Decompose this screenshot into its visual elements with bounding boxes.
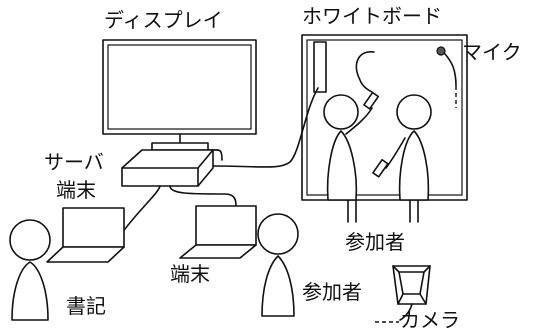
eraser-icon: [313, 41, 327, 93]
camera-icon: [375, 265, 431, 323]
participants-label-2: 参加者: [302, 280, 362, 304]
laptop-icon: [179, 205, 257, 259]
laptop-icon: [46, 207, 125, 263]
terminal-label-1: 端末: [56, 178, 96, 202]
person-icon: [385, 94, 432, 201]
mic-label: マイク: [462, 40, 522, 64]
marker-icon: [363, 91, 380, 110]
whiteboard-label: ホワイトボード: [302, 4, 442, 28]
server-icon: [121, 149, 214, 187]
person-icon: [9, 219, 51, 321]
monitor-icon: [102, 39, 257, 151]
scribe-label: 書記: [66, 294, 106, 318]
person-icon: [257, 213, 299, 317]
microphone-icon: [436, 46, 457, 108]
display-label: ディスプレイ: [104, 8, 223, 32]
camera-label: カメラ: [400, 308, 460, 332]
participants-label-1: 参加者: [345, 230, 405, 254]
server-label: サーバ: [44, 150, 104, 174]
marker-icon: [372, 158, 389, 178]
person-icon: [323, 94, 373, 201]
terminal-label-2: 端末: [170, 262, 210, 286]
